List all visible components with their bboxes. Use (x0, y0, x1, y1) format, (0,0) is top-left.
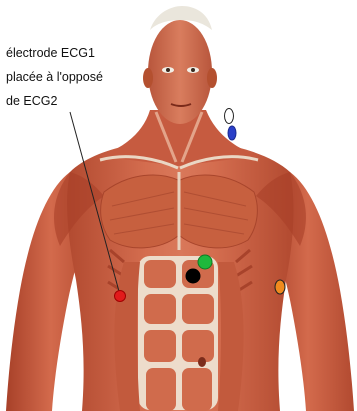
head (148, 20, 212, 124)
navel (198, 357, 206, 367)
electrode-blue (228, 126, 236, 140)
left-pupil (166, 68, 170, 72)
abdominals (138, 256, 218, 411)
right-pupil (191, 68, 195, 72)
electrode-green (198, 255, 212, 269)
annotation-line-3: de ECG2 (6, 94, 57, 109)
electrode-white (225, 109, 234, 124)
annotation-line-1: électrode ECG1 (6, 46, 95, 61)
left-ear (143, 68, 153, 88)
right-pectoral (180, 175, 257, 248)
electrode-red (115, 291, 126, 302)
electrode-black (186, 269, 200, 283)
annotation-line-2: placée à l'opposé (6, 70, 103, 85)
left-pectoral (101, 175, 178, 248)
electrode-orange (275, 280, 285, 294)
right-ear (207, 68, 217, 88)
